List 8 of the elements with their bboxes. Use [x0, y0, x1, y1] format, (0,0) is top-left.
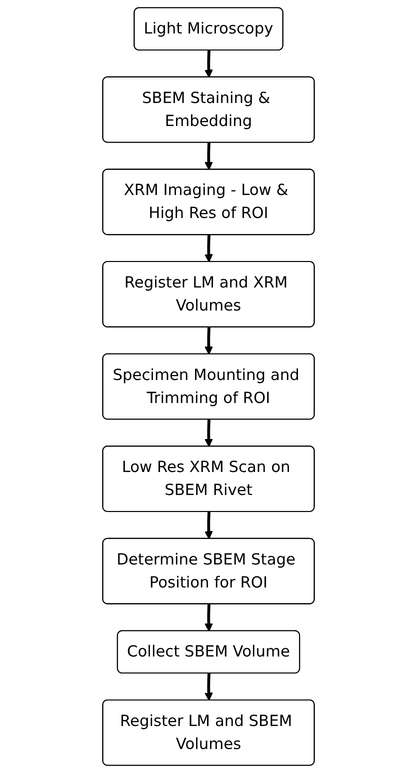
arrow [204, 420, 213, 447]
arrow [204, 327, 213, 355]
arrow [204, 50, 213, 78]
arrow [204, 673, 213, 701]
arrow [204, 142, 213, 170]
arrow [204, 604, 213, 632]
arrow [204, 235, 213, 262]
arrow [204, 512, 213, 540]
